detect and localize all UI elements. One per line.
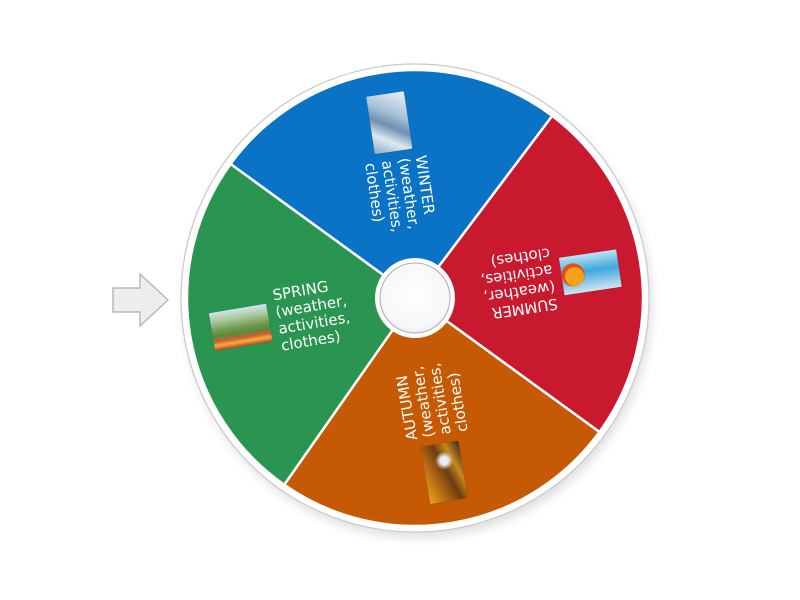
wheel-segment-winter[interactable] (228, 68, 554, 300)
wheel-hub[interactable] (379, 262, 451, 334)
wheel-graphic[interactable] (165, 48, 665, 548)
wheel-segment-summer[interactable] (413, 114, 645, 434)
wheel-segment-autumn[interactable] (282, 296, 602, 528)
spring-garden-image (208, 303, 273, 351)
autumn-forest-image (420, 440, 468, 505)
arrow-right-icon[interactable] (112, 273, 170, 327)
wheel-segment-spring[interactable] (185, 162, 417, 487)
winter-landscape-image (365, 91, 412, 155)
summer-pool-beachball-image (558, 248, 622, 295)
wheel-segments (185, 68, 645, 528)
